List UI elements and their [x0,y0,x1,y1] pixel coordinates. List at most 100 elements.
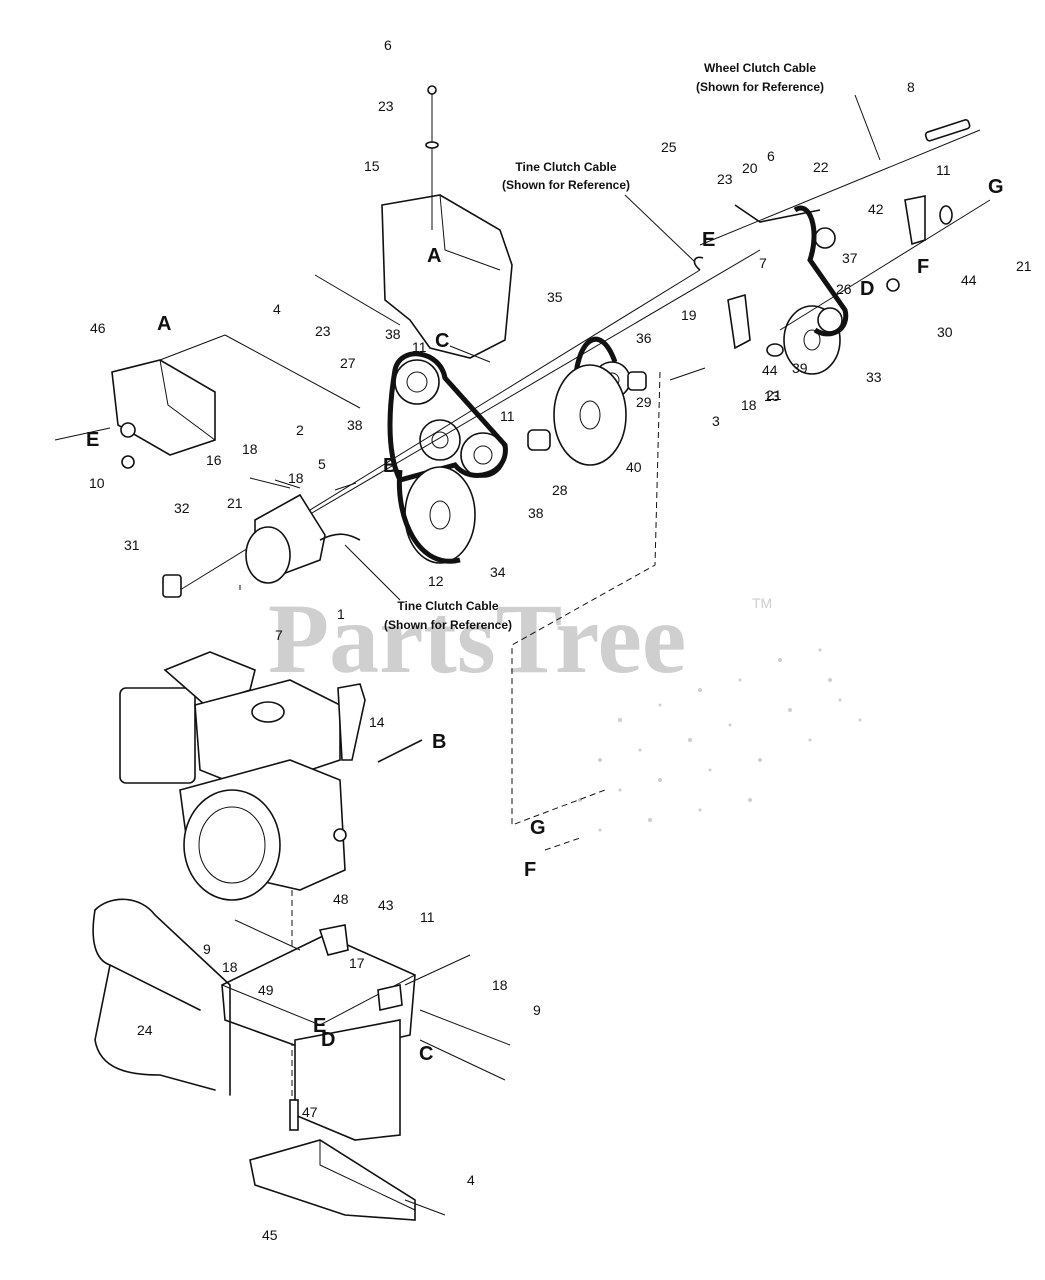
cable-end [693,256,704,271]
callout-21: 21 [227,495,243,511]
callout-8: 8 [907,79,915,95]
svg-text:Wheel Clutch Cable: Wheel Clutch Cable [704,61,816,75]
callout-42: 42 [868,201,884,217]
handle-frame [92,898,231,1096]
clutch-bracket [162,479,361,598]
hardware-lines [234,274,706,1216]
callout-22: 22 [813,159,829,175]
callout-9: 9 [533,1002,541,1018]
callout-27: 27 [340,355,356,371]
svg-text:(Shown for Reference): (Shown for Reference) [502,178,630,192]
reference-dashed-line [511,371,661,826]
callout-46: 46 [90,320,106,336]
callout-20: 20 [742,160,758,176]
callout-21: 21 [1016,258,1032,274]
svg-text:Tine Clutch Cable: Tine Clutch Cable [397,599,498,613]
speckle-area [578,648,862,832]
callout-10: 10 [89,475,105,491]
left-bracket [111,359,216,469]
callout-47: 47 [302,1104,318,1120]
wheel-shaft-line [699,129,981,246]
callout-18: 18 [288,470,304,486]
callout-36: 36 [636,330,652,346]
callout-40: 40 [626,459,642,475]
bottom-bracket [249,1139,416,1221]
link-rod [734,204,821,223]
callout-5: 5 [318,456,326,472]
bolt-8 [924,119,971,142]
callout-4: 4 [273,301,281,317]
tine-clutch-cable-note-bottom: Tine Clutch Cable (Shown for Reference) [384,599,512,632]
ref-letter-f: F [524,859,536,881]
ref-letter-a: A [157,313,171,335]
callout-11: 11 [936,162,951,178]
shaft-line [299,249,761,521]
key-14 [377,739,423,763]
callout-33: 33 [866,369,882,385]
belt-cover [381,194,513,359]
callout-18: 18 [222,959,238,975]
right-clutch-assembly [727,195,953,375]
callout-30: 30 [937,324,953,340]
callout-4: 4 [467,1172,475,1188]
ref-letter-d: D [321,1029,335,1051]
callout-38: 38 [528,505,544,521]
callout-18: 18 [242,441,258,457]
callout-3: 3 [712,413,720,429]
engine-pulleys [387,351,508,483]
callout-12: 12 [428,573,444,589]
callout-17: 17 [349,955,365,971]
leader-line [224,334,361,409]
washer [425,141,439,149]
callout-23: 23 [717,171,733,187]
svg-text:(Shown for Reference): (Shown for Reference) [696,80,824,94]
callout-6: 6 [384,37,392,53]
wheel-clutch-cable-note: Wheel Clutch Cable (Shown for Reference) [696,61,824,94]
callout-19: 19 [681,307,697,323]
callout-32: 32 [174,500,190,516]
callout-21: 21 [766,387,782,403]
ref-letter-f: F [917,256,929,278]
transmission-pulleys [527,336,647,466]
callout-2: 2 [296,422,304,438]
watermark-tm: TM [752,595,772,611]
callout-24: 24 [137,1022,153,1038]
callout-49: 49 [258,982,274,998]
svg-text:(Shown for Reference): (Shown for Reference) [384,618,512,632]
callout-18: 18 [492,977,508,993]
callout-6: 6 [767,148,775,164]
callout-23: 23 [315,323,331,339]
ref-letter-g: G [530,817,546,839]
callout-16: 16 [206,452,222,468]
engine [119,651,366,901]
leader-line [624,194,696,263]
callout-7: 7 [275,627,283,643]
large-pulley [396,466,476,564]
lower-frame [221,924,416,1141]
bolt-47 [289,1099,299,1131]
ref-letter-a: A [427,245,441,267]
ref-letter-e: E [313,1015,326,1037]
callout-26: 26 [836,281,852,297]
callout-23: 23 [378,98,394,114]
leader-line [344,544,401,601]
callout-38: 38 [385,326,401,342]
ref-letter-e: E [86,429,99,451]
callout-37: 37 [842,250,858,266]
callout-29: 29 [636,394,652,410]
svg-text:Tine Clutch Cable: Tine Clutch Cable [515,160,616,174]
ref-letter-b: B [383,455,397,477]
shaft-line [779,199,991,331]
callout-45: 45 [262,1227,278,1243]
callout-44: 44 [762,362,778,378]
callout-34: 34 [490,564,506,580]
callout-9: 9 [203,941,211,957]
ref-letter-g: G [988,176,1004,198]
leader-line [159,334,226,361]
ref-letter-d: D [860,278,874,300]
callout-35: 35 [547,289,563,305]
callout-38: 38 [347,417,363,433]
leader-line [854,94,881,161]
callout-18: 18 [741,397,757,413]
